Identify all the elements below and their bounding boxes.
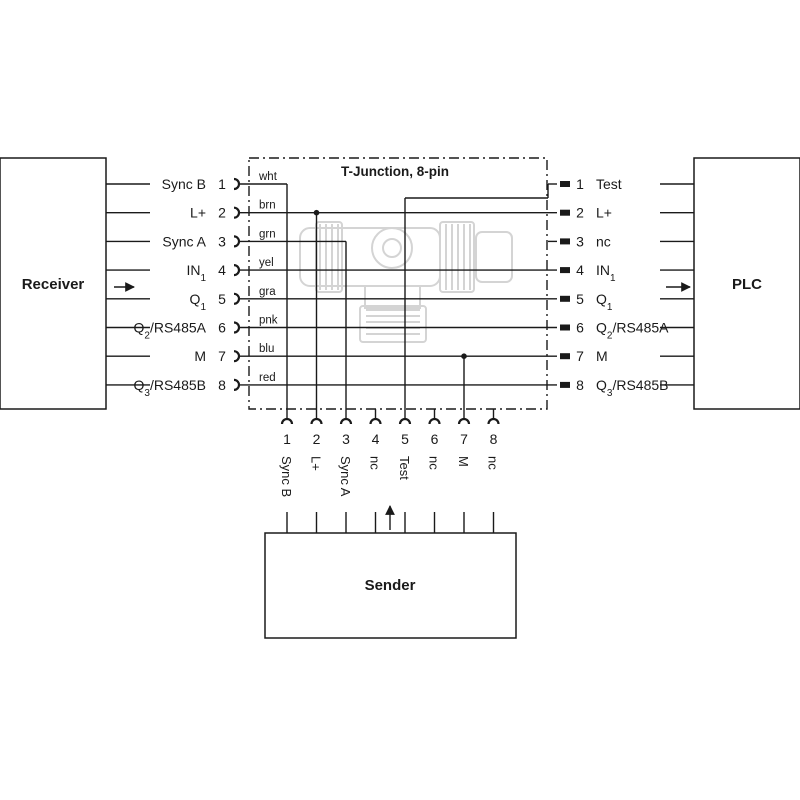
sender-box (264, 532, 517, 639)
plc-box (693, 157, 800, 410)
male-pin-icon (560, 295, 570, 302)
receiver-pin-label-2: L+ (190, 205, 206, 221)
wire-color-blu: blu (259, 343, 274, 355)
plc-pin-number-8: 8 (576, 377, 584, 393)
female-socket-icon (398, 417, 412, 425)
receiver-pin-number-5: 5 (218, 291, 226, 307)
female-socket-icon (233, 235, 241, 248)
plc-pin-number-7: 7 (576, 348, 584, 364)
male-pin-icon (560, 324, 570, 331)
receiver-pin-label-5: Q1 (190, 291, 207, 313)
male-pin-icon (560, 381, 570, 388)
female-socket-icon (369, 417, 382, 425)
plc-pin-label-7: M (596, 348, 608, 364)
plc-pin-number-5: 5 (576, 291, 584, 307)
wire-color-red: red (259, 372, 276, 384)
plc-pin-label-3: nc (596, 233, 611, 249)
sender-pin-number-3: 3 (342, 431, 350, 447)
sender-pin-label-4: nc (368, 456, 383, 470)
plc-pin-number-3: 3 (576, 233, 584, 249)
plc-pin-label-8: Q3/RS485B (596, 377, 669, 399)
sender-pin-label-7: M (456, 456, 471, 467)
receiver-pin-number-3: 3 (218, 233, 226, 249)
sender-pin-label-5: Test (397, 456, 412, 480)
plc-pin-label-6: Q2/RS485A (596, 320, 669, 342)
receiver-pin-label-7: M (194, 348, 206, 364)
plc-title: PLC (732, 276, 762, 293)
receiver-pin-label-8: Q3/RS485B (134, 377, 207, 399)
internal-wiring (240, 183, 557, 418)
female-socket-icon (428, 417, 441, 425)
sender-title: Sender (365, 577, 416, 594)
female-socket-icon (339, 417, 353, 425)
male-pin-icon (560, 209, 570, 216)
female-socket-icon (233, 378, 241, 391)
plc-pin-number-1: 1 (576, 176, 584, 192)
female-socket-icon (233, 350, 241, 363)
receiver-pin-label-6: Q2/RS485A (134, 320, 207, 342)
junction-dot (313, 209, 320, 216)
receiver-pin-label-4: IN1 (186, 262, 206, 284)
wire-color-brn: brn (259, 200, 276, 212)
wire-color-pnk: pnk (259, 315, 278, 327)
wire-color-grn: grn (259, 228, 276, 240)
female-socket-icon (233, 177, 241, 191)
wire-color-yel: yel (259, 257, 274, 269)
plc-pin-number-2: 2 (576, 205, 584, 221)
plc-pin-number-6: 6 (576, 320, 584, 336)
sender-pin-number-8: 8 (490, 431, 498, 447)
female-socket-icon (233, 264, 241, 277)
female-socket-icon (280, 417, 294, 425)
sender-pin-number-6: 6 (431, 431, 439, 447)
receiver-pin-number-4: 4 (218, 262, 226, 278)
sender-pin-label-3: Sync A (338, 456, 353, 497)
sender-pin-label-8: nc (486, 456, 501, 470)
junction-dot (461, 353, 467, 360)
male-pin-icon (560, 267, 570, 274)
receiver-pin-label-1: Sync B (162, 176, 206, 192)
male-pin-icon (560, 181, 570, 187)
female-socket-icon (233, 321, 241, 334)
t-junction-frame (248, 157, 548, 410)
t-junction-title: T-Junction, 8-pin (341, 164, 449, 179)
t-junction-connector-image (299, 221, 513, 343)
sender-pin-number-5: 5 (401, 431, 409, 447)
sender-pin-label-6: nc (427, 456, 442, 470)
receiver-pin-number-6: 6 (218, 320, 226, 336)
plc-pin-label-4: IN1 (596, 262, 616, 284)
receiver-pin-label-3: Sync A (162, 233, 206, 249)
receiver-pin-number-8: 8 (218, 377, 226, 393)
female-socket-icon (487, 417, 500, 425)
sender-pin-number-1: 1 (283, 431, 291, 447)
male-pin-icon (560, 353, 570, 360)
wire-color-gra: gra (259, 286, 276, 298)
sender-pin-number-4: 4 (372, 431, 380, 447)
receiver-title: Receiver (22, 276, 85, 293)
receiver-pin-number-1: 1 (218, 176, 226, 192)
sender-pin-number-2: 2 (313, 431, 321, 447)
sender-pin-label-1: Sync B (279, 456, 294, 497)
female-socket-icon (233, 206, 241, 219)
female-socket-icon (457, 417, 471, 425)
plc-pin-label-1: Test (596, 176, 622, 192)
male-pin-icon (560, 238, 570, 245)
sender-pin-label-2: L+ (309, 456, 324, 471)
plc-pin-label-5: Q1 (596, 291, 613, 313)
receiver-box (0, 157, 107, 410)
plc-pin-label-2: L+ (596, 205, 612, 221)
female-socket-icon (310, 417, 323, 425)
female-socket-icon (233, 292, 241, 305)
plc-pin-number-4: 4 (576, 262, 584, 278)
sender-pin-number-7: 7 (460, 431, 468, 447)
receiver-pin-number-2: 2 (218, 205, 226, 221)
wire-color-wht: wht (258, 171, 278, 183)
wire-color-labels: wht brn grn yel gra pnk blu red (258, 171, 278, 384)
receiver-pin-number-7: 7 (218, 348, 226, 364)
